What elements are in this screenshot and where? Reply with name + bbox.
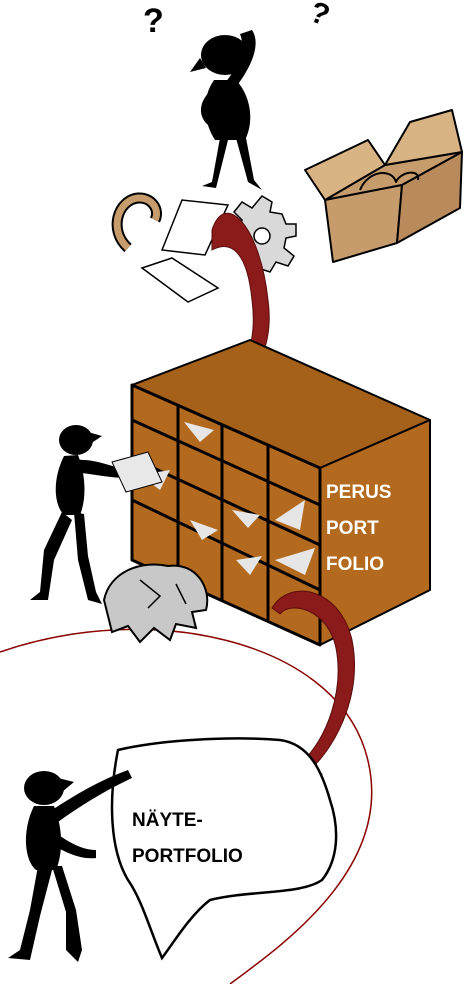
sample-label-line1: NÄYTE- [132, 810, 203, 831]
cabinet-label-line3: FOLIO [326, 554, 384, 575]
cabinet-label: PERUS PORT FOLIO [326, 482, 391, 575]
thinking-figure: ? ? [143, 0, 334, 190]
filing-figure [30, 425, 163, 604]
sample-label: NÄYTE- PORTFOLIO [132, 810, 243, 867]
paper-icon [140, 257, 220, 303]
cabinet-label-line1: PERUS [326, 482, 391, 503]
scattered-items [111, 192, 297, 303]
paper-icon [160, 199, 230, 256]
cardboard-box [304, 109, 463, 263]
sample-portfolio-sheet [110, 737, 338, 961]
crumpled-paper [102, 563, 209, 644]
arrow-to-sample [271, 590, 355, 802]
sample-label-line2: PORTFOLIO [132, 846, 243, 867]
question-mark-left: ? [143, 2, 164, 40]
presenting-figure [8, 770, 132, 962]
question-mark-right: ? [306, 0, 335, 33]
paper-icon [111, 451, 163, 493]
cabinet-label-line2: PORT [326, 518, 379, 539]
